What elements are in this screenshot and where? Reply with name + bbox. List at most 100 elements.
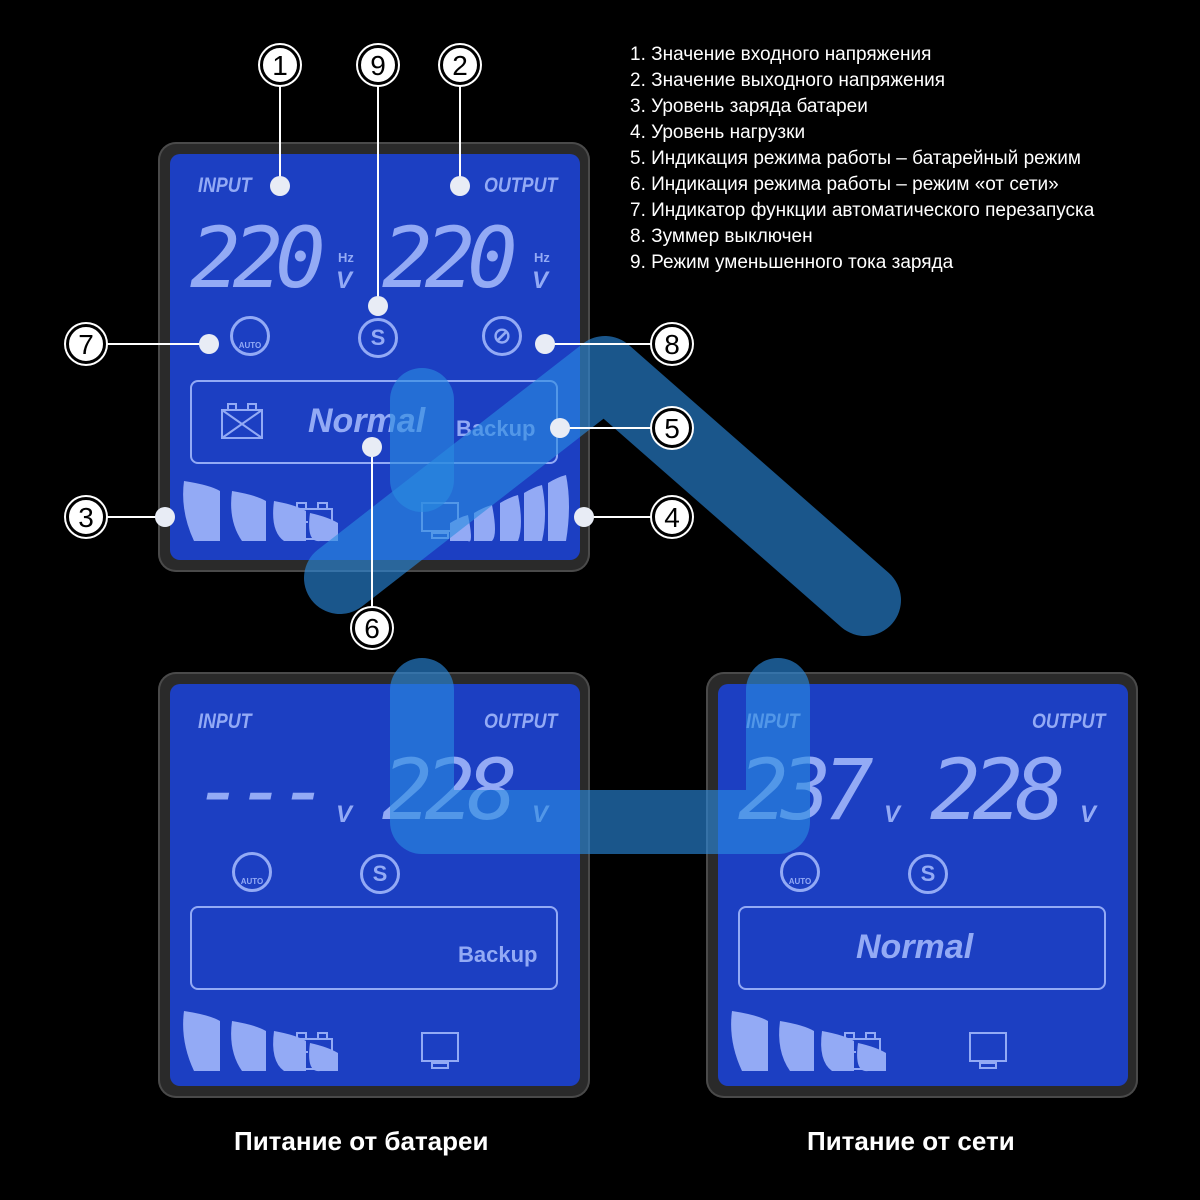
battery-body (291, 508, 333, 540)
callout-dot (270, 176, 290, 196)
auto-restart-icon: AUTO (230, 316, 270, 356)
monitor-stand (979, 1062, 997, 1069)
volt-unit: V (336, 801, 353, 828)
legend-item: 9. Режим уменьшенного тока заряда (630, 252, 954, 273)
volt-unit: V (336, 267, 353, 294)
hz-unit: Hz (338, 250, 354, 265)
volt-unit: V (1080, 801, 1097, 828)
legend-item: 3. Уровень заряда батареи (630, 96, 868, 117)
battery-fault-icon (221, 403, 263, 439)
callout-7: 7 (66, 324, 106, 364)
battery-level-bar (309, 513, 338, 542)
battery-level-bar (779, 1021, 814, 1071)
battery-terminal (844, 1032, 855, 1040)
output-value: 228 (930, 741, 1066, 839)
buzzer-off-icon: ⊘ (482, 316, 522, 356)
battery-signs (298, 517, 327, 527)
monitor-stand (431, 1062, 449, 1069)
auto-restart-icon: AUTO (232, 852, 272, 892)
normal-mode-label: Normal (856, 928, 974, 966)
battery-level-bar (231, 491, 266, 541)
battery-level-bar (273, 501, 306, 541)
monitor-icon (969, 1032, 1007, 1069)
legend-item: 1. Значение входного напряжения (630, 44, 932, 65)
input-label: INPUT (198, 710, 252, 733)
callout-line (545, 343, 651, 345)
callout-dot (155, 507, 175, 527)
callout-6: 6 (352, 608, 392, 648)
legend-item: 5. Индикация режима работы – батарейный … (630, 148, 1081, 169)
battery-body (839, 1038, 881, 1070)
callout-line (279, 86, 281, 186)
battery-level-bar (183, 1011, 220, 1071)
lcd-panel-main: INPUT OUTPUT 220 Hz V 220 Hz V AUTO S ⊘ … (158, 142, 590, 572)
slow-charge-icon: S (908, 854, 948, 894)
battery-level-bar (857, 1043, 886, 1072)
level-bars (731, 1011, 1007, 1072)
monitor-screen (421, 1032, 459, 1062)
legend-item: 6. Индикация режима работы – режим «от с… (630, 174, 1059, 195)
legend-item: 2. Значение выходного напряжения (630, 70, 946, 91)
callout-2: 2 (440, 45, 480, 85)
battery-level-bar (273, 1031, 306, 1071)
slow-charge-icon: S (360, 854, 400, 894)
callout-dot (535, 334, 555, 354)
caption-battery: Питание от батареи (234, 1126, 489, 1156)
callout-line (584, 516, 652, 518)
battery-icon (839, 1032, 881, 1070)
battery-icon (291, 502, 333, 540)
battery-terminal (317, 1032, 328, 1040)
callout-line (106, 343, 210, 345)
output-label: OUTPUT (484, 710, 558, 733)
load-level-bar (524, 485, 545, 541)
callout-line (106, 516, 166, 518)
battery-terminal (296, 502, 307, 510)
input-value: 220 (190, 209, 326, 307)
legend-item: 8. Зуммер выключен (630, 226, 813, 247)
battery-terminal (317, 502, 328, 510)
battery-terminal (296, 1032, 307, 1040)
battery-level-bar (821, 1031, 854, 1071)
callout-dot (368, 296, 388, 316)
load-level-bar (548, 475, 569, 541)
callout-line (377, 86, 379, 306)
battery-level-bar (183, 481, 220, 541)
legend-item: 4. Уровень нагрузки (630, 122, 806, 143)
callout-dot (574, 507, 594, 527)
input-value: --- (194, 741, 330, 839)
callout-line (459, 86, 461, 186)
legend-item: 7. Индикатор функции автоматического пер… (630, 200, 1095, 221)
lcd-screen: INPUT OUTPUT 220 Hz V 220 Hz V AUTO S ⊘ … (170, 154, 580, 560)
output-label: OUTPUT (484, 174, 558, 197)
mode-box: Backup (190, 906, 558, 990)
output-value: 220 (382, 209, 518, 307)
backup-mode-label: Backup (458, 942, 538, 967)
output-label: OUTPUT (1032, 710, 1106, 733)
callout-3: 3 (66, 497, 106, 537)
volt-unit: V (532, 267, 549, 294)
load-level-bar (500, 495, 521, 541)
slow-charge-icon: S (358, 318, 398, 358)
level-bars (183, 1011, 459, 1072)
caption-mains: Питание от сети (807, 1126, 1015, 1156)
callout-4: 4 (652, 497, 692, 537)
lcd-panel-battery: INPUT OUTPUT --- V 228 V AUTO S Backup (158, 672, 590, 1098)
callout-1: 1 (260, 45, 300, 85)
monitor-screen (969, 1032, 1007, 1062)
battery-signs (846, 1047, 875, 1057)
callout-line (560, 427, 652, 429)
legend-list: 1. Значение входного напряжения 2. Значе… (630, 42, 1094, 276)
branch-arrow (390, 658, 810, 854)
mode-box: Normal (738, 906, 1106, 990)
callout-dot (362, 437, 382, 457)
callout-line (371, 447, 373, 607)
battery-body (291, 1038, 333, 1070)
battery-terminal (865, 1032, 876, 1040)
auto-restart-icon: AUTO (780, 852, 820, 892)
battery-level-bar (731, 1011, 768, 1071)
battery-level-bar (231, 1021, 266, 1071)
callout-dot (550, 418, 570, 438)
battery-level-bar (309, 1043, 338, 1072)
callout-dot (199, 334, 219, 354)
